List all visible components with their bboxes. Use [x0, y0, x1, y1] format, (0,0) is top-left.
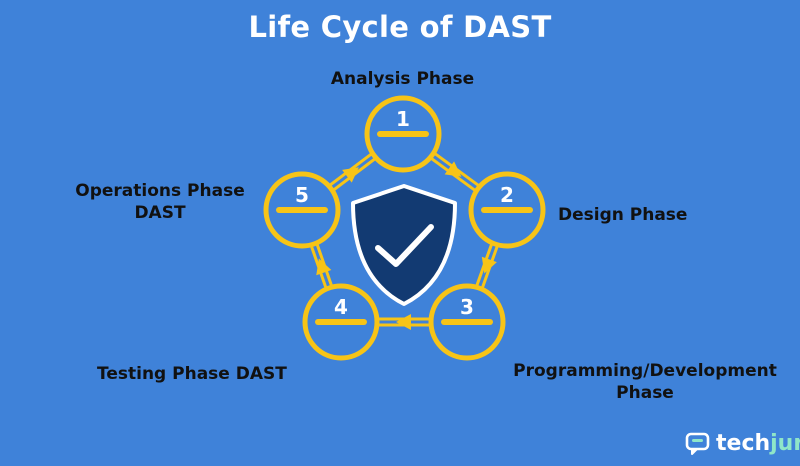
phase-number: 5	[295, 183, 309, 207]
phase-nodes: 1 2 3 4 5	[263, 95, 546, 361]
phase-number: 2	[500, 183, 514, 207]
chat-bubble-icon	[685, 432, 710, 455]
cycle-arrows	[316, 161, 497, 330]
brand-text-part1: tech	[716, 431, 771, 456]
flow-arrow	[481, 256, 497, 274]
phase-node-bar	[377, 131, 429, 137]
flow-arrow	[316, 258, 332, 276]
flow-arrow	[396, 314, 411, 330]
phase-node-1: 1	[364, 95, 442, 173]
phase-node-bar	[315, 319, 367, 325]
phase-node-4: 4	[302, 283, 380, 361]
phase-node-bar	[441, 319, 493, 325]
phase-label-analysis: Analysis Phase	[330, 69, 475, 89]
phase-label-design: Design Phase	[558, 205, 688, 225]
page-title: Life Cycle of DAST	[248, 10, 552, 44]
phase-node-5: 5	[263, 171, 341, 249]
flow-arrow	[342, 167, 359, 183]
phase-number: 4	[334, 295, 348, 319]
phase-node-bar	[276, 207, 328, 213]
flow-arrow	[444, 161, 462, 177]
brand-logo: techjury	[685, 430, 800, 458]
phase-label-operations: Operations Phase DAST	[75, 181, 245, 223]
shield-check-icon	[351, 184, 457, 306]
phase-label-testing: Testing Phase DAST	[97, 364, 287, 384]
phase-node-2: 2	[468, 171, 546, 249]
phase-number: 3	[460, 295, 474, 319]
phase-number: 1	[396, 107, 410, 131]
phase-node-3: 3	[428, 283, 506, 361]
brand-text-part2: jury	[770, 431, 800, 456]
phase-node-bar	[481, 207, 533, 213]
phase-label-programming: Programming/Development Phase	[513, 361, 777, 403]
